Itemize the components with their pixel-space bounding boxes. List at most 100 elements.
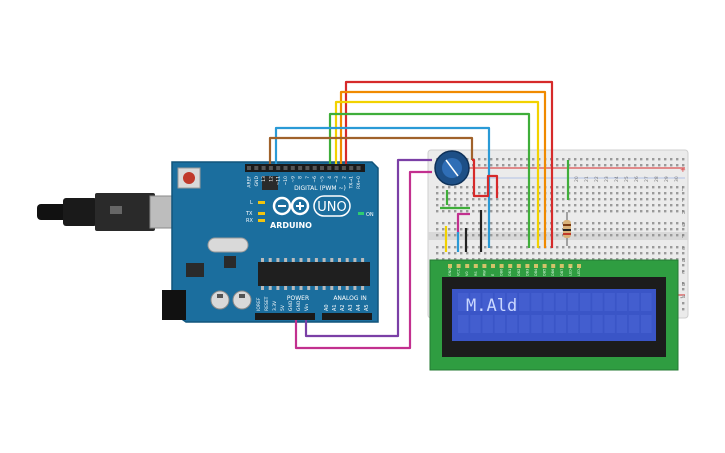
column-number: 28	[654, 176, 660, 182]
lcd-pin[interactable]	[465, 264, 470, 268]
digital-pin-label: 2	[341, 176, 347, 179]
header-hole[interactable]	[312, 166, 317, 170]
lcd-pin[interactable]	[559, 264, 564, 268]
power-pin-label: IOREF	[256, 297, 262, 311]
column-number: 23	[604, 176, 610, 182]
digital-pin-label: RX←0	[356, 176, 362, 189]
potentiometer[interactable]	[434, 150, 470, 186]
digital-pin-label: GND	[254, 175, 260, 186]
header-hole[interactable]	[254, 166, 259, 170]
lcd-pin[interactable]	[491, 264, 495, 268]
lcd-pin[interactable]	[499, 264, 504, 268]
power-header	[255, 313, 315, 320]
lcd-pin[interactable]	[551, 264, 556, 268]
lcd-pin[interactable]	[482, 264, 487, 268]
power-pin-label: 5V	[280, 304, 286, 311]
lcd-pin[interactable]	[534, 264, 538, 268]
lcd-pin-label: DB4	[534, 268, 538, 276]
header-hole[interactable]	[305, 166, 310, 170]
lcd-pin[interactable]	[516, 264, 521, 268]
arduino-board[interactable]: UNO ARDUINO DIGITAL (PWM ~) POWER ANALOG…	[162, 161, 379, 323]
wires[interactable]	[268, 80, 570, 350]
header-hole[interactable]	[283, 166, 288, 170]
power-label: POWER	[287, 295, 309, 302]
header-hole[interactable]	[349, 166, 354, 170]
lcd-pin[interactable]	[542, 264, 547, 268]
power-jack[interactable]	[162, 290, 186, 320]
wire-magenta-5v[interactable]	[294, 170, 432, 350]
header-hole[interactable]	[320, 166, 324, 170]
wire-brown-d11[interactable]	[268, 136, 474, 164]
lcd-pin[interactable]	[568, 264, 573, 268]
digital-pin-label: TX→1	[349, 176, 355, 190]
wire-red-d4[interactable]	[344, 80, 554, 248]
lcd-pin[interactable]	[508, 264, 513, 268]
lcd-display-text: M.Ald	[466, 296, 517, 316]
led-rx	[258, 219, 265, 222]
rx-label: RX	[246, 218, 253, 224]
row-letter: f	[682, 234, 684, 240]
wire-magenta-short[interactable]	[456, 212, 470, 234]
lcd-pin-label: E	[491, 274, 495, 276]
column-number: 29	[664, 176, 670, 182]
model-label: UNO	[317, 200, 346, 215]
led-on	[358, 212, 364, 215]
header-hole[interactable]	[356, 166, 361, 170]
analog-pin-label: A5	[364, 304, 370, 311]
lcd-pin[interactable]	[473, 264, 478, 268]
lcd-pin[interactable]	[456, 264, 461, 268]
header-hole[interactable]	[247, 166, 251, 170]
lcd-pin[interactable]	[577, 264, 581, 268]
lcd-pin-label: LED-	[577, 267, 581, 276]
atmega-chip	[258, 262, 370, 286]
header-hole[interactable]	[327, 166, 332, 170]
lcd-pin-label: RS	[474, 271, 478, 276]
lcd-pin[interactable]	[448, 264, 452, 268]
header-hole[interactable]	[298, 166, 303, 170]
power-pin-label: Vin	[304, 304, 310, 311]
digital-pin-label: ~10	[283, 176, 289, 186]
header-hole[interactable]	[276, 166, 281, 170]
digital-pin-label: ~3	[334, 176, 340, 183]
digital-pin-label: 7	[305, 176, 311, 179]
lcd-pin-label: DB0	[500, 269, 504, 276]
led-l	[258, 201, 265, 204]
lcd-pin-label: DB3	[525, 269, 529, 276]
digital-pin-label: AREF	[247, 176, 253, 188]
header-hole[interactable]	[261, 166, 266, 170]
rail-plus-label: +	[680, 166, 686, 174]
uno-badge	[313, 195, 351, 217]
header-hole[interactable]	[334, 166, 339, 170]
lcd-pin[interactable]	[525, 264, 530, 268]
column-number: 24	[614, 176, 620, 182]
power-pin-label: GND	[288, 300, 294, 311]
digital-label: DIGITAL (PWM ~)	[294, 185, 346, 192]
wire-yellow-d5[interactable]	[334, 100, 540, 248]
lcd-pin-label: DB5	[543, 269, 547, 276]
regulator-chip	[224, 256, 236, 268]
header-hole[interactable]	[290, 166, 295, 170]
row-letter: b	[682, 282, 685, 288]
lcd-pin-label: GND	[448, 268, 452, 276]
header-hole[interactable]	[268, 166, 273, 170]
digital-pin-label: ~9	[290, 176, 296, 183]
column-number: 20	[574, 176, 580, 182]
power-pin-label: GND	[296, 300, 302, 311]
tx-label: TX	[245, 211, 253, 217]
analog-pin-label: A4	[356, 304, 362, 311]
reset-button-cap[interactable]	[183, 172, 195, 184]
column-number: 30	[674, 176, 680, 182]
arduino-logo-icon	[272, 196, 310, 216]
header-hole[interactable]	[341, 166, 346, 170]
digital-pin-label: 8	[298, 176, 304, 179]
lcd-pin-label: LED+	[568, 266, 572, 276]
digital-pin-label: 13	[261, 176, 267, 182]
analog-pin-label: A2	[340, 304, 346, 311]
wire-purple-gnd[interactable]	[304, 158, 432, 338]
column-number: 27	[644, 176, 650, 182]
analog-header	[322, 313, 372, 320]
wire-red-jumper[interactable]	[472, 158, 499, 198]
